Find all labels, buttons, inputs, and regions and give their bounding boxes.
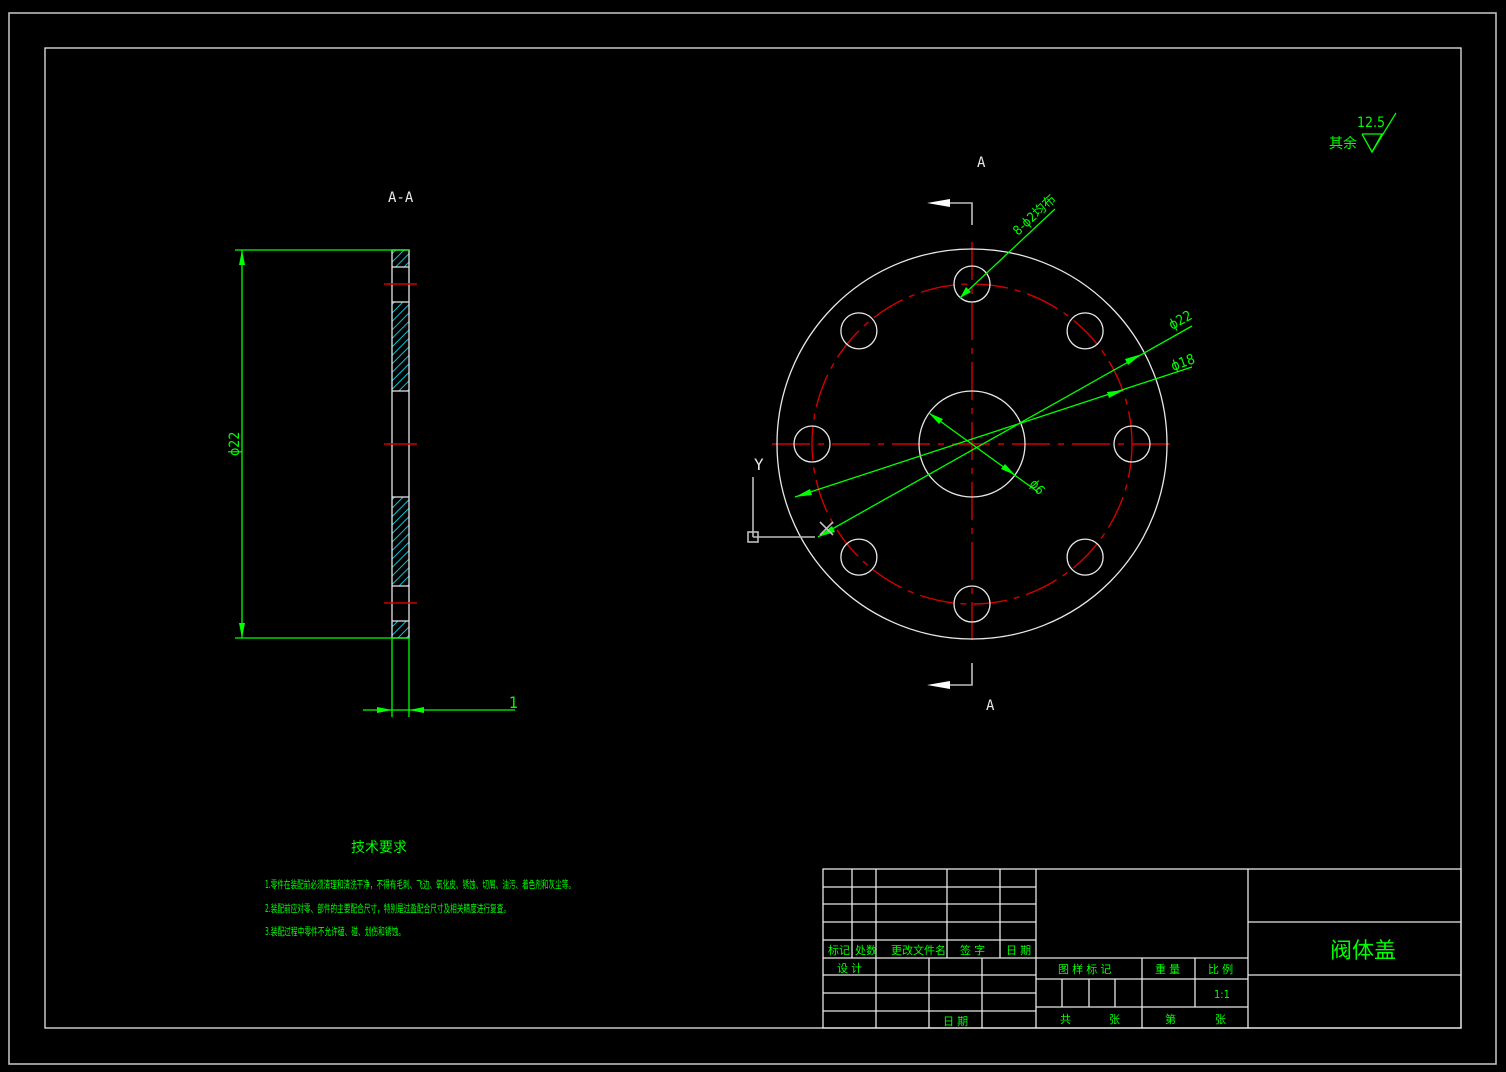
bolt-hole xyxy=(793,425,831,463)
bolt-hole xyxy=(1066,538,1104,576)
tb-stage-label: 图 样 标 记 xyxy=(1058,962,1111,976)
hole-callout-text: 8-ϕ2均布 xyxy=(1010,192,1059,239)
technical-requirements: 技术要求 1.零件在装配前必须清理和清洗干净，不得有毛刺、飞边、氧化皮、锈蚀、切… xyxy=(265,840,575,938)
tb-scale-value: 1:1 xyxy=(1214,988,1230,1001)
tb-sheet-no-label: 第 xyxy=(1165,1012,1176,1026)
arrowhead xyxy=(239,250,245,265)
section-view-label: A-A xyxy=(388,190,414,206)
pitch-diameter-dim-line xyxy=(794,366,1193,498)
hatch-region xyxy=(392,621,409,638)
ucs-icon: Y xyxy=(747,455,834,543)
center-bore-circle xyxy=(918,390,1026,498)
thickness-dimension-text: 1 xyxy=(509,693,518,712)
tb-sheets-label: 张 xyxy=(1109,1013,1120,1026)
arrowhead xyxy=(960,287,971,298)
tb-sheet-label: 张 xyxy=(1215,1013,1226,1026)
arrowhead xyxy=(1107,390,1124,398)
tb-part-name: 阀体盖 xyxy=(1330,939,1396,964)
arrowhead xyxy=(929,413,943,424)
arrowhead xyxy=(1001,464,1015,475)
bore-diameter-dim-line xyxy=(928,412,1039,493)
tb-date-label: 日 期 xyxy=(943,1015,968,1028)
arrowhead xyxy=(795,489,812,497)
outer-diameter-dim-text: ϕ22 xyxy=(1166,308,1195,334)
inner-drawing-frame xyxy=(44,47,1462,1029)
cutting-plane-line xyxy=(950,663,973,686)
tb-header-mark: 标记 xyxy=(828,943,850,957)
tb-total-label: 共 xyxy=(1060,1013,1071,1026)
tb-design-label: 设 计 xyxy=(837,962,862,975)
section-marker-bottom: A xyxy=(986,698,995,714)
bolt-hole xyxy=(1066,312,1104,350)
diameter-dimension-text: ϕ22 xyxy=(227,432,243,456)
hole-callout-leader xyxy=(959,208,1056,299)
bolt-circle-centerline xyxy=(811,283,1133,605)
bolt-hole xyxy=(840,538,878,576)
arrowhead xyxy=(377,707,392,713)
tech-req-item: 3.装配过程中零件不允许磕、碰、划伤和锈蚀。 xyxy=(265,925,405,938)
tech-req-heading: 技术要求 xyxy=(351,840,407,856)
pitch-diameter-dim-text: ϕ18 xyxy=(1169,351,1197,374)
tech-req-item: 2.装配前应对零、部件的主要配合尺寸，特别是过盈配合尺寸及相关精度进行复查。 xyxy=(265,902,510,915)
hatch-region xyxy=(392,497,409,586)
view-direction-arrow xyxy=(927,199,950,207)
tech-req-item: 1.零件在装配前必须清理和清洗干净，不得有毛刺、飞边、氧化皮、锈蚀、切屑、油污、… xyxy=(265,878,575,891)
view-direction-arrow xyxy=(927,681,950,689)
section-view: A-A ϕ22 1 xyxy=(227,190,518,717)
outer-flange-circle xyxy=(776,248,1168,640)
hatch-region xyxy=(392,250,409,267)
bolt-hole xyxy=(953,265,991,303)
roughness-note: 其余 xyxy=(1329,135,1357,152)
arrowhead xyxy=(239,623,245,638)
surface-roughness-symbol: 12.5 其余 xyxy=(1329,112,1397,154)
outer-sheet-border xyxy=(8,12,1497,1065)
tb-header-change-doc: 更改文件名 xyxy=(891,943,946,957)
arrowhead xyxy=(1125,354,1142,365)
tb-header-count: 处数 xyxy=(855,944,877,957)
arrowhead xyxy=(818,526,835,537)
bolt-hole xyxy=(953,585,991,623)
tb-scale-label: 比 例 xyxy=(1208,962,1233,976)
cutting-plane-line xyxy=(950,202,973,225)
tb-header-date: 日 期 xyxy=(1006,944,1031,957)
ucs-y-label: Y xyxy=(754,455,764,474)
bolt-hole xyxy=(840,312,878,350)
tb-weight-label: 重 量 xyxy=(1155,962,1180,976)
arrowhead xyxy=(409,707,424,713)
roughness-value: 12.5 xyxy=(1357,115,1385,131)
tb-header-signature: 签 字 xyxy=(960,943,985,957)
bore-diameter-dim-text: ϕ6 xyxy=(1026,477,1047,498)
section-marker-top: A xyxy=(977,155,986,171)
bolt-hole xyxy=(1113,425,1151,463)
hatch-region xyxy=(392,302,409,391)
front-view: A A 8-ϕ2均布 ϕ22 ϕ18 ϕ6 xyxy=(747,155,1197,714)
title-block: 标记 处数 更改文件名 签 字 日 期 设 计 日 期 图 样 标 记 重 量 … xyxy=(822,868,1462,1029)
